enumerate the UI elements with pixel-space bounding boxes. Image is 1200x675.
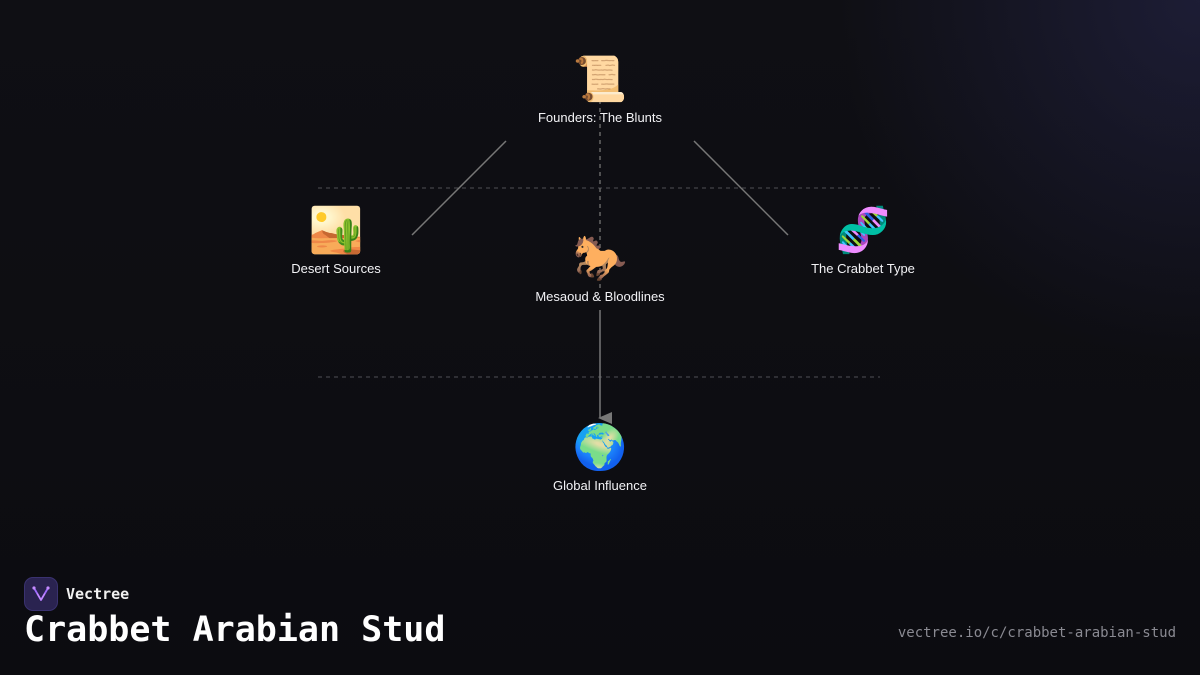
node-global-influence[interactable]: 🌍 Global Influence <box>500 422 700 493</box>
node-label: Desert Sources <box>291 261 381 276</box>
node-label: Founders: The Blunts <box>537 110 663 125</box>
scroll-icon: 📜 <box>572 54 628 105</box>
node-label: The Crabbet Type <box>811 261 915 276</box>
page-url[interactable]: vectree.io/c/crabbet-arabian-stud <box>897 625 1176 641</box>
node-label: Global Influence <box>553 478 647 493</box>
brand: Vectree <box>24 577 129 611</box>
edge-founders-desert <box>411 140 507 236</box>
globe-icon: 🌍 <box>572 422 628 473</box>
vectree-logo-icon <box>24 577 58 611</box>
desert-icon: 🏜️ <box>308 205 364 256</box>
node-label: Mesaoud & Bloodlines <box>535 289 665 304</box>
node-desert-sources[interactable]: 🏜️ Desert Sources <box>236 205 436 276</box>
node-crabbet-type[interactable]: 🧬 The Crabbet Type <box>763 205 963 276</box>
node-founders[interactable]: 📜 Founders: The Blunts <box>500 54 700 125</box>
dna-icon: 🧬 <box>835 205 891 256</box>
horse-icon: 🐎 <box>572 233 628 284</box>
brand-name: Vectree <box>66 585 130 603</box>
node-mesaoud-bloodlines[interactable]: 🐎 Mesaoud & Bloodlines <box>500 233 700 304</box>
vectree-mark-icon <box>32 586 50 601</box>
page-title: Crabbet Arabian Stud <box>24 610 446 650</box>
edge-founders-crabbet-type <box>693 140 789 236</box>
